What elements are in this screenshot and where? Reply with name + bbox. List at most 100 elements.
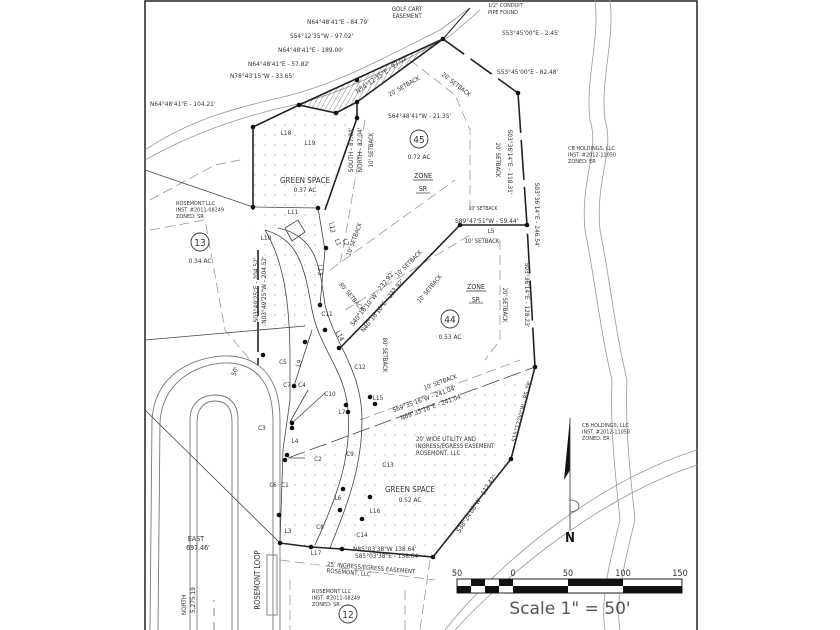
label-lot12-num: 12 xyxy=(342,610,353,621)
scale-bar: 50 0 50 100 150 Scale 1" = 50' xyxy=(452,569,688,619)
label-b-n64-8479: N64°48'41"E - 84.79' xyxy=(307,18,369,26)
label-b-s03-12823: S03°36'14"E - 128.23' xyxy=(523,263,531,328)
label-line: ROSEMONT, LLC xyxy=(326,567,371,578)
label-ingress25: 25' INGRESS/EGRESS EASEMENTROSEMONT, LLC xyxy=(326,561,416,582)
label-setback-10c: 10' SETBACK xyxy=(469,206,499,212)
label-line: ZONED: SR xyxy=(312,602,340,608)
label-c12: C12 xyxy=(354,363,366,371)
label-line: ROSEMONT LLC xyxy=(312,589,352,595)
label-l18: L18 xyxy=(281,129,292,137)
scale-tick-label: 150 xyxy=(672,569,687,579)
label-b-s03-24654: S03°36'14"E - 246.54' xyxy=(533,183,541,248)
label-c14: C14 xyxy=(356,531,368,539)
label-b-south-8704: SOUTH - 87.04' xyxy=(347,127,355,172)
creek-lines xyxy=(144,0,698,630)
label-l4: L4 xyxy=(292,437,299,445)
label-b-n64-18900: N64°48'41"E - 189.00' xyxy=(278,46,344,54)
label-l19: L19 xyxy=(305,139,316,147)
label-line: ROSEMONT LLC xyxy=(176,201,216,207)
label-c9: C9 xyxy=(346,450,354,458)
label-c4: C4 xyxy=(298,381,306,389)
label-l15: L15 xyxy=(373,394,384,402)
label-lot45-num: 45 xyxy=(413,135,424,146)
label-lot44-area: 0.53 AC xyxy=(439,333,462,341)
label-line: ROSEMONT, LLC xyxy=(416,450,461,457)
label-b-s53-245: S53°45'00"E - 2.45' xyxy=(502,29,560,37)
lot-circles xyxy=(190,129,460,624)
label-l9: L9 xyxy=(294,358,304,368)
label-b-s85-13864: S85°03'38"E - 138.64' xyxy=(355,552,420,560)
label-green1-title: GREEN SPACE xyxy=(280,176,331,185)
setback-lines xyxy=(149,59,521,630)
label-setback-10f: 10' SETBACK xyxy=(416,273,444,305)
label-b-s03-20452: S03°49'25"E - 204.52' xyxy=(252,257,260,322)
label-c2: C2 xyxy=(314,455,322,463)
label-setback-20c: 20' SETBACK xyxy=(494,143,501,178)
label-line: ZONE xyxy=(414,172,432,180)
label-line: 1/2" CONDUIT xyxy=(488,3,524,9)
label-east: EAST xyxy=(188,535,204,543)
label-line: INST. #2012-11050 xyxy=(568,153,616,159)
label-green2-area: 0.52 AC xyxy=(399,496,422,504)
rosemont-loop-road xyxy=(149,355,281,630)
green-space-south-fill xyxy=(280,367,535,557)
label-c13: C13 xyxy=(382,461,394,469)
label-l3: L3 xyxy=(285,527,292,535)
label-b-s64-2135: S64°48'41"W - 21.35' xyxy=(388,112,452,120)
label-east-dist: 697.46' xyxy=(186,544,210,552)
label-line: PIPE FOUND xyxy=(488,10,518,16)
label-l1: L1 xyxy=(333,238,343,248)
label-line: ZONED: ER xyxy=(582,436,610,442)
label-c1: C1 xyxy=(281,481,289,489)
label-b-n85-13864: N85°03'38"W 138.64' xyxy=(353,545,417,553)
label-line: CB HOLDINGS, LLC xyxy=(568,146,615,152)
label-c3: C3 xyxy=(258,424,266,432)
label-line: INST. #2011-08249 xyxy=(312,596,360,602)
label-line: CB HOLDINGS, LLC xyxy=(582,423,629,429)
label-l16: L16 xyxy=(370,507,381,515)
label-line: GOLF CART xyxy=(392,6,423,13)
label-lot45-area: 0.72 AC xyxy=(408,153,431,161)
label-b-n64-5782: N64°48'41"E - 57.82' xyxy=(248,60,310,68)
label-radius: 50' xyxy=(230,365,241,377)
label-line: ZONED: SR xyxy=(176,214,204,220)
label-line: ZONED: ER xyxy=(568,159,596,165)
sheet-frame xyxy=(144,0,698,630)
scale-tick-label: 100 xyxy=(615,569,630,579)
label-l13: L13 xyxy=(316,265,324,276)
label-l6: L6 xyxy=(335,494,342,502)
label-c8: C8 xyxy=(316,523,324,531)
label-setback-10a: 10' SETBACK xyxy=(368,132,375,167)
label-north-dist: 5,275.19 xyxy=(189,587,197,613)
north-arrow-label: N xyxy=(565,531,575,546)
label-b-s89-5944: S89°47'51"W - 59.44' xyxy=(455,217,519,225)
label-c11: C11 xyxy=(321,310,333,318)
label-setback-20a: 20' SETBACK xyxy=(387,75,421,99)
label-l11: L11 xyxy=(288,208,299,216)
label-b-north-8704: NORTH - 87.04' xyxy=(356,127,364,172)
label-road: ROSEMONT LOOP xyxy=(253,550,262,609)
label-green2-title: GREEN SPACE xyxy=(385,485,436,494)
label-b-n64-10421: N64°48'41"E - 104.21' xyxy=(150,100,216,108)
label-setback-10d: 10' SETBACK xyxy=(465,238,500,245)
survey-monuments xyxy=(250,36,538,560)
label-line: INGRESS/EGRESS EASEMENT xyxy=(416,443,495,450)
label-c6: C6 xyxy=(269,482,277,489)
scale-caption: Scale 1" = 50' xyxy=(509,599,630,619)
label-lot13-num: 13 xyxy=(194,238,205,249)
label-line: ZONE xyxy=(467,283,485,291)
label-setback-20d: 20' SETBACK xyxy=(501,288,508,323)
label-l17: L17 xyxy=(311,549,322,557)
north-arrow: N xyxy=(564,418,580,546)
label-line: SR xyxy=(419,185,428,193)
label-l12: L12 xyxy=(327,222,337,234)
label-setback-20b: 20' SETBACK xyxy=(440,71,472,98)
label-b-n03-20452: N03°49'25"W - 204.52' xyxy=(260,256,268,324)
label-b-s54-9702: S54°12'35"W - 97.02' xyxy=(290,32,354,40)
